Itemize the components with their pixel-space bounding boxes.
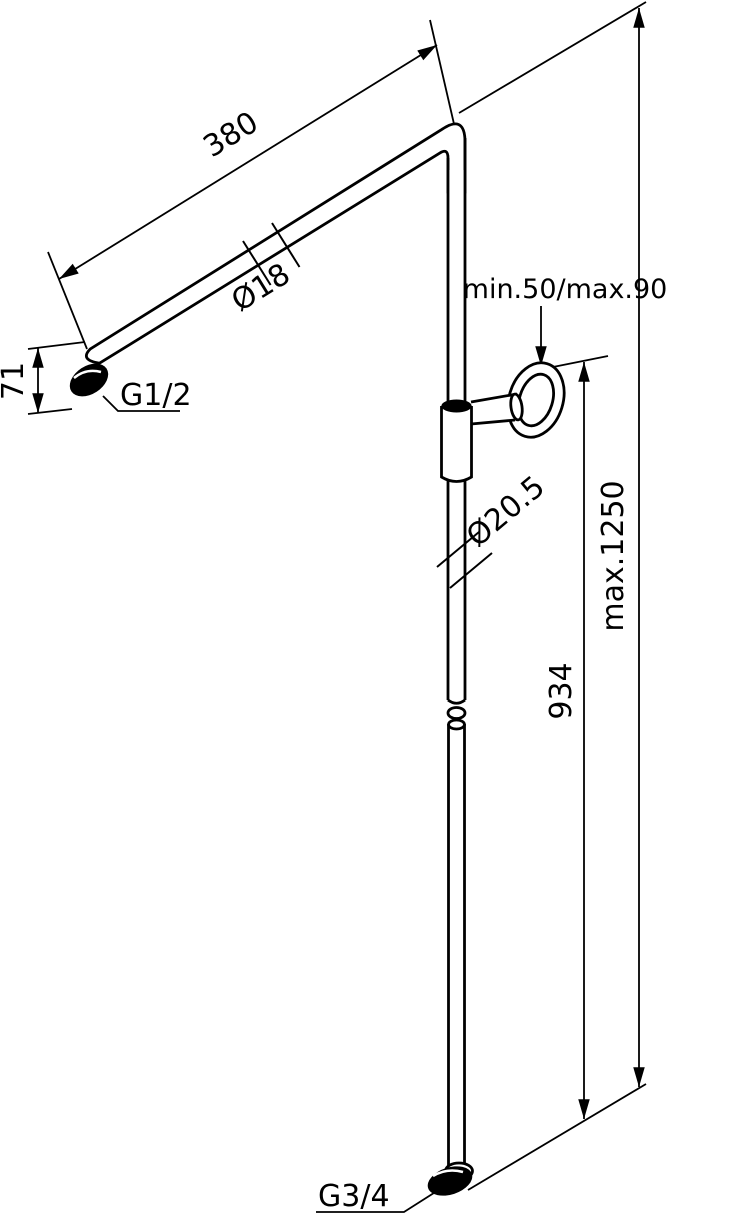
dim-arm-length-label: 380 [197, 105, 264, 165]
bottom-thread-leader [316, 1190, 438, 1213]
dim-arm-offset-label: 71 [0, 362, 31, 400]
slider-body [440, 406, 473, 483]
arm-thread-label: G1/2 [120, 378, 192, 413]
dim-bracket-distance: min.50/max.90 [463, 274, 668, 366]
bottom-flange-highlight [432, 1169, 464, 1178]
dim-bracket-distance-label: min.50/max.90 [463, 274, 668, 305]
dim-arm-length-ext-left [47, 251, 88, 350]
arm-diameter-tick-1 [271, 222, 301, 268]
arm-diameter-tick-2 [242, 240, 272, 286]
arm-wall-flange [69, 363, 109, 397]
riser-lower-fill [448, 724, 465, 1167]
shower-column [69, 122, 566, 1196]
slider-clamp-band [441, 399, 472, 413]
bottom-thread-label: G3/4 [318, 1179, 390, 1214]
riser-diameter-tick-2 [449, 552, 493, 589]
wall-bracket-rod-body [471, 394, 517, 424]
dim-arm-offset-ext-bottom [27, 408, 73, 415]
arm-wall-flange-body [69, 363, 109, 397]
riser-lower-top-cap [447, 718, 466, 731]
thread-labels: G1/2 G3/4 [102, 378, 438, 1214]
dim-total-height: max.1250 [458, 1, 647, 1191]
arm-wall-flange-highlight [73, 369, 102, 379]
dim-total-height-ext-top [458, 1, 647, 114]
dim-arm-length-ext-right [429, 19, 455, 125]
dim-total-height-label: max.1250 [596, 480, 631, 631]
wall-bracket-rod-top [470, 392, 518, 404]
arm-thread-leader [102, 395, 180, 412]
dim-arm-offset: 71 [0, 341, 86, 415]
wall-bracket-rod-cap [509, 392, 524, 422]
wall-bracket [470, 361, 566, 439]
dim-arm-offset-ext-top [27, 341, 86, 350]
wall-bracket-ring-inner [517, 372, 555, 428]
dim-riser-length: 934 [544, 355, 609, 1119]
shower-arm [84, 122, 467, 365]
riser-diameter-tick-1 [436, 531, 480, 568]
riser-diameter-label: Ø20.5 [460, 469, 552, 554]
dim-arm-length-line [58, 44, 438, 280]
wall-bracket-rod-bottom [470, 418, 516, 426]
dim-riser-length-label: 934 [544, 662, 579, 719]
bottom-connection [427, 1161, 474, 1196]
riser-upper-bottom-cap [447, 698, 466, 705]
slider-connector [440, 399, 473, 483]
dim-total-height-ext-bottom [467, 1083, 647, 1191]
callout-arm-thread: G1/2 [102, 378, 192, 413]
dim-riser-length-ext-top [547, 355, 609, 369]
pipe-joint [446, 706, 467, 720]
callout-bottom-thread: G3/4 [316, 1179, 438, 1214]
dimension-lines: max.1250 934 min.50/max.90 380 71 [0, 1, 668, 1191]
